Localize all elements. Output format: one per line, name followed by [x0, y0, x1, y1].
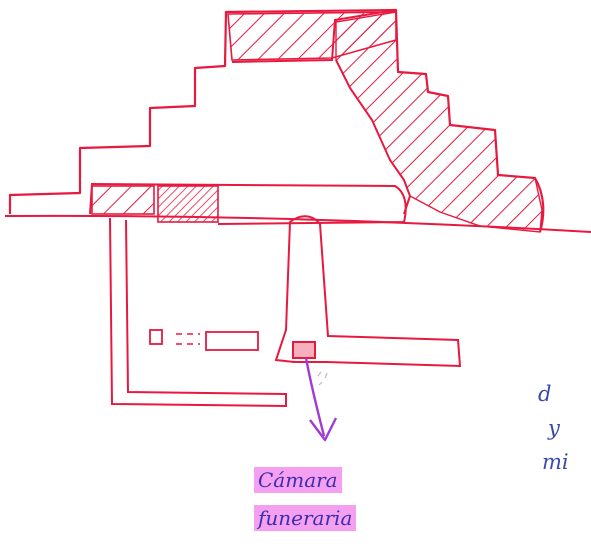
passage-corridor	[205, 331, 259, 351]
base-platform	[89, 182, 407, 225]
label-camara-text: Cámara	[254, 467, 342, 493]
margin-note-line-2: y	[548, 416, 560, 440]
central-shaft	[274, 215, 462, 368]
margin-note-line-1: d	[538, 382, 552, 406]
label-funeraria-text: funeraria	[254, 505, 357, 531]
right-flank-hatched	[335, 11, 543, 233]
inner-step-lines	[335, 59, 412, 215]
funerary-chamber-marker	[292, 341, 316, 359]
label-funeraria: funeraria	[254, 505, 357, 531]
pencil-smudge	[317, 371, 328, 386]
label-camara: Cámara	[254, 467, 342, 493]
platform-hatched-left	[91, 185, 155, 215]
pointer-arrow-head	[309, 417, 338, 442]
platform-hatched-right	[157, 185, 219, 223]
pointer-arrow-shaft	[304, 357, 326, 437]
left-tunnel	[109, 217, 287, 408]
margin-note-line-3: mi	[542, 450, 569, 474]
small-chamber-square	[149, 329, 163, 345]
dashed-passage	[176, 333, 200, 345]
